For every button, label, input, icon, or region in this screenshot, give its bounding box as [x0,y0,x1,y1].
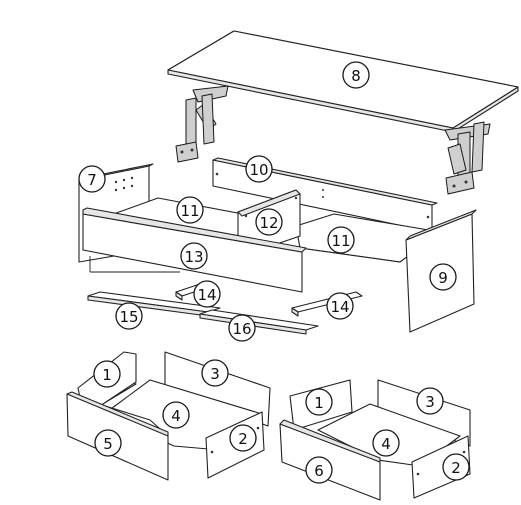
callout-3-left: 3 [201,359,229,387]
callout-4-left-label: 4 [171,407,181,425]
callout-4-left: 4 [162,401,190,429]
callout-14-right: 14 [326,292,354,320]
callout-10: 10 [245,155,273,183]
callout-11-left: 11 [176,196,204,224]
callout-12-label: 12 [259,214,278,232]
bottom-bar-left [87,291,221,317]
callout-1-right-label: 1 [314,394,324,412]
tabletop-panel [167,30,519,133]
callout-3-right-label: 3 [425,393,435,411]
callout-2-left: 2 [229,424,257,452]
callout-1-left: 1 [93,360,121,388]
callout-5-label: 5 [103,435,113,453]
callout-13-label: 13 [184,248,203,266]
bottom-bar-right [199,309,319,335]
callout-1-left-label: 1 [102,366,112,384]
callout-11-right-label: 11 [331,232,350,250]
callout-9: 9 [429,263,457,291]
callout-4-right-label: 4 [381,435,391,453]
callout-3-left-label: 3 [210,365,220,383]
callout-11-left-label: 11 [180,202,199,220]
callout-2-left-label: 2 [238,430,248,448]
callout-15: 15 [115,302,143,330]
callout-14-right-label: 14 [330,298,349,316]
callout-14-left: 14 [193,280,221,308]
callout-16-label: 16 [232,320,251,338]
callout-8-label: 8 [351,67,361,85]
callout-5: 5 [94,429,122,457]
callout-6-label: 6 [314,462,324,480]
callout-4-right: 4 [372,429,400,457]
callout-8: 8 [342,61,370,89]
callout-15-label: 15 [119,308,138,326]
callout-14-left-label: 14 [197,286,216,304]
callout-13: 13 [180,242,208,270]
callout-2-right: 2 [442,453,470,481]
callout-11-right: 11 [327,226,355,254]
callout-16: 16 [228,314,256,342]
callout-3-right: 3 [416,387,444,415]
callout-7: 7 [78,165,106,193]
lift-mechanism-left [175,85,229,163]
lift-mechanism-right [444,121,491,195]
callout-1-right: 1 [305,388,333,416]
callout-7-label: 7 [87,171,97,189]
callout-2-right-label: 2 [451,459,461,477]
callout-12: 12 [255,208,283,236]
callout-6: 6 [305,456,333,484]
callout-10-label: 10 [249,161,268,179]
callout-9-label: 9 [438,269,448,287]
